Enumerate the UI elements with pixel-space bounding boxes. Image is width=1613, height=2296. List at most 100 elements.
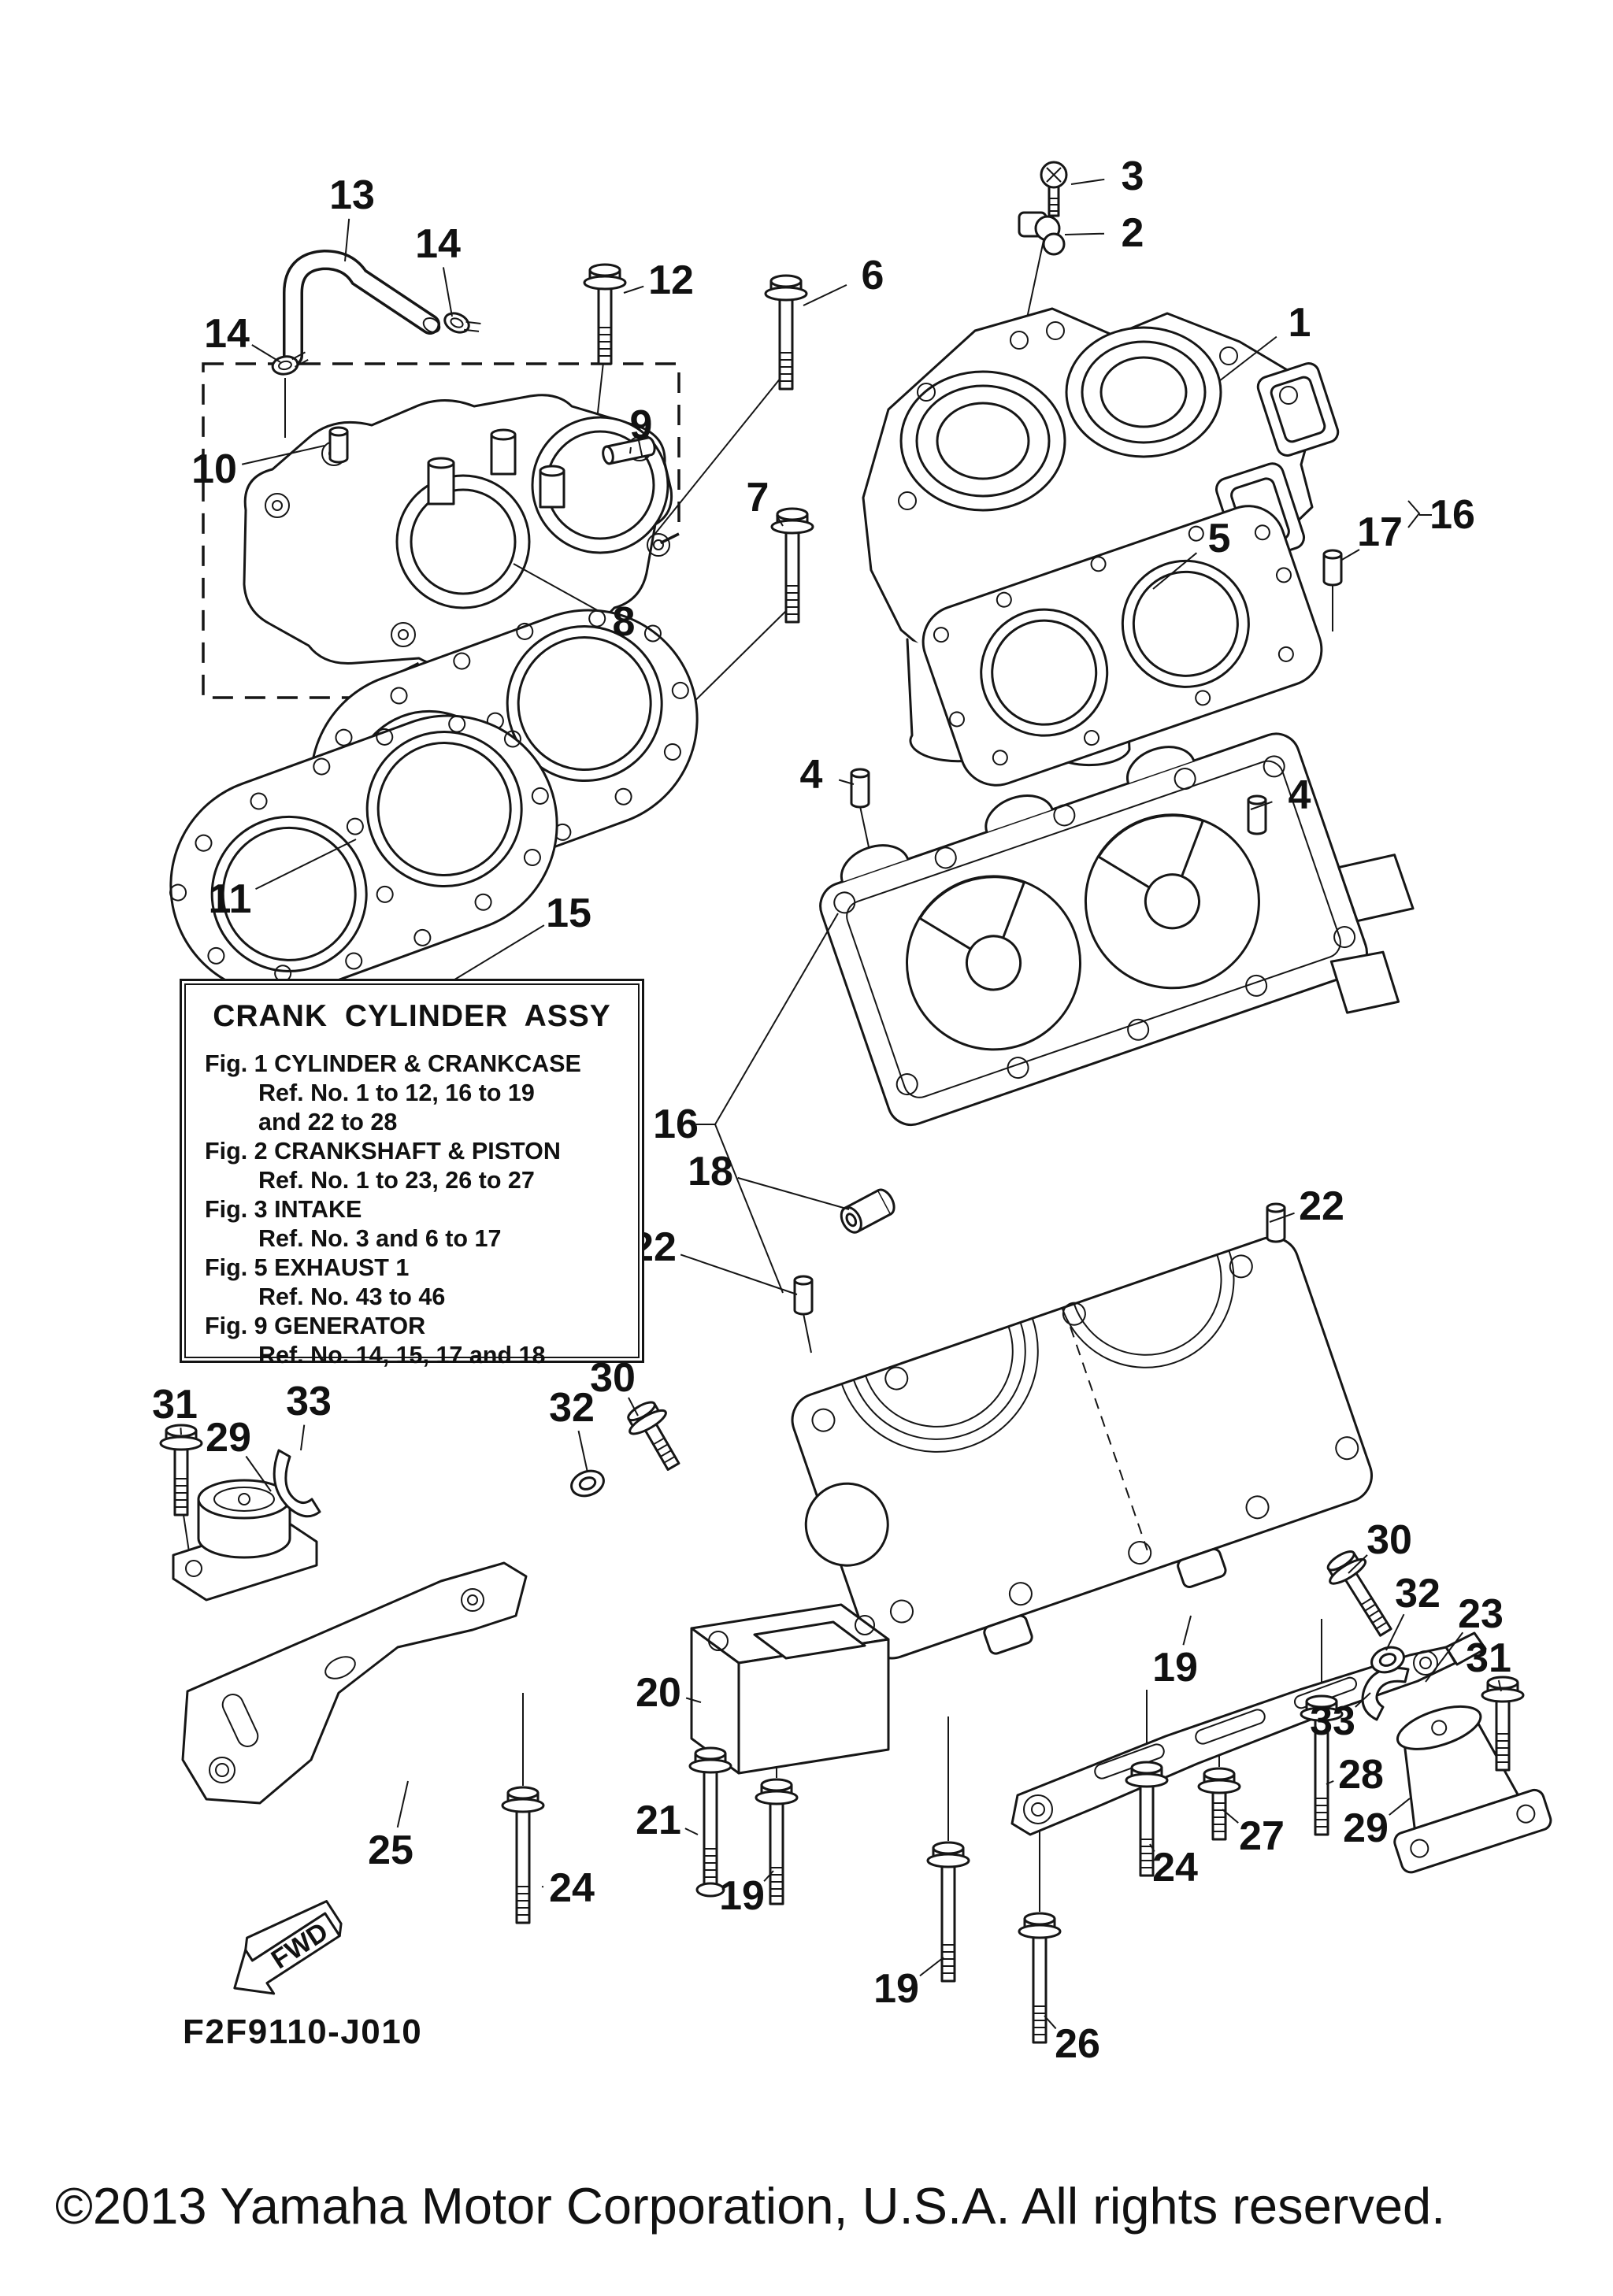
leader-line (684, 1828, 699, 1835)
leader-line (1326, 1779, 1334, 1785)
info-box-line: Ref. No. 14, 15, 17 and 18 (258, 1342, 546, 1368)
callout-label: 26 (1055, 2021, 1100, 2067)
leader-line (1425, 1631, 1464, 1683)
leader-line (623, 285, 644, 294)
callout-label: 27 (1239, 1813, 1285, 1859)
hose-drawing (283, 249, 441, 366)
pin-drawing (793, 1275, 814, 1316)
leader-line (680, 1254, 798, 1295)
leader-line (300, 1424, 306, 1451)
callout-label: 24 (1152, 1845, 1198, 1890)
leader-line (1348, 1554, 1368, 1574)
bushing-drawing (840, 1188, 895, 1234)
callout-label: 4 (1289, 772, 1311, 818)
callout-label: 14 (204, 311, 250, 357)
callout-label: 21 (636, 1798, 681, 1843)
leader-line (442, 267, 453, 317)
leader-line (1222, 1809, 1239, 1824)
leader-line (737, 1176, 850, 1210)
bolt-drawing (501, 1786, 545, 1924)
info-box-line: Fig. 3 INTAKE (205, 1196, 362, 1223)
clip-drawing (273, 1449, 321, 1518)
leader-line (685, 1697, 702, 1703)
washer-drawing (1370, 1646, 1405, 1674)
fwd-arrow-icon: FWD (233, 1900, 343, 1995)
bolt-drawing (1300, 1694, 1344, 1836)
base-gasket-drawing (921, 505, 1323, 787)
leader-line (1149, 1843, 1155, 1852)
callout-label: 33 (286, 1379, 332, 1424)
pin-drawing (328, 426, 349, 464)
clamp-drawing (443, 312, 481, 334)
callout-label: 18 (688, 1149, 733, 1194)
leader-line (577, 1430, 588, 1473)
leader-line (1070, 178, 1105, 185)
callout-label: 16 (1429, 492, 1475, 538)
cylinder-head-cover-drawing (243, 394, 673, 669)
info-box-line: Fig. 2 CRANKSHAFT & PISTON (205, 1138, 561, 1165)
info-box-line: Ref. No. 1 to 23, 26 to 27 (258, 1167, 535, 1194)
part-code: F2F9110-J010 (183, 2013, 423, 2051)
callout-label: 19 (873, 1966, 919, 2012)
callout-label: 14 (415, 221, 461, 267)
pin-drawing (1247, 794, 1267, 835)
callout-label: 19 (1152, 1645, 1198, 1691)
info-box-line: Ref. No. 3 and 6 to 17 (258, 1225, 502, 1252)
callout-label: 5 (1208, 516, 1231, 561)
callout-label: 4 (800, 752, 823, 798)
leader-line (513, 563, 599, 612)
callout-label: 22 (1299, 1183, 1344, 1229)
leader-line (1044, 2015, 1057, 2030)
callout-label: 19 (719, 1873, 765, 1919)
leader-line (803, 283, 847, 306)
info-box: CRANK CYLINDER ASSY Fig. 1 CYLINDER & CR… (180, 979, 644, 1368)
engine-bracket-right-drawing (1010, 1631, 1487, 1836)
callout-label: 33 (1310, 1698, 1355, 1744)
callout-label: 20 (636, 1670, 681, 1716)
callout-label: 30 (1366, 1517, 1412, 1563)
bolt-drawing (770, 507, 814, 624)
leader-line (1269, 1212, 1295, 1223)
callout-label: 23 (1458, 1591, 1504, 1637)
callout-label: 32 (1395, 1571, 1441, 1616)
leader-line (919, 1957, 944, 1977)
callout-label: 25 (368, 1828, 413, 1873)
leader-line (180, 1428, 182, 1435)
washer-drawing (570, 1469, 605, 1498)
leader-line (838, 779, 855, 785)
engine-bracket-left-drawing (181, 1561, 528, 1805)
callout-label: 1 (1289, 300, 1311, 346)
callout-label: 17 (1357, 509, 1403, 555)
callout-label: 10 (191, 446, 237, 492)
leader-line (1250, 801, 1273, 810)
info-box-title: CRANK CYLINDER ASSY (213, 999, 611, 1033)
clip-drawing (1361, 1667, 1410, 1721)
group-bracket-lines (696, 500, 1432, 1294)
engine-damper-drawing (690, 1603, 890, 1775)
leader-line (1497, 1679, 1502, 1692)
callout-label: 29 (206, 1415, 251, 1461)
callout-label: 3 (1122, 154, 1144, 199)
sensor-drawing (1018, 211, 1066, 256)
leader-line (1218, 335, 1277, 382)
leader-line (1064, 232, 1105, 235)
callout-label: 2 (1122, 210, 1144, 256)
callout-label: 28 (1338, 1752, 1384, 1798)
leader-line (763, 1870, 774, 1882)
callout-label: 31 (152, 1382, 198, 1428)
leader-line (629, 446, 632, 454)
leader-line (451, 924, 545, 982)
info-box-line: Fig. 5 EXHAUST 1 (205, 1254, 410, 1281)
info-box-line: Ref. No. 43 to 46 (258, 1283, 446, 1310)
pin-drawing (1266, 1202, 1286, 1243)
bolt-drawing (159, 1424, 203, 1516)
callout-label: 7 (747, 475, 769, 520)
leader-line (1152, 552, 1198, 590)
bolt-drawing (1481, 1676, 1525, 1772)
leader-line (776, 514, 784, 527)
callout-label: 13 (329, 172, 375, 218)
copyright-line: ©2013 Yamaha Motor Corporation, U.S.A. A… (55, 2177, 1446, 2235)
callout-label: 24 (549, 1865, 595, 1911)
upper-crankcase-drawing (819, 732, 1415, 1127)
